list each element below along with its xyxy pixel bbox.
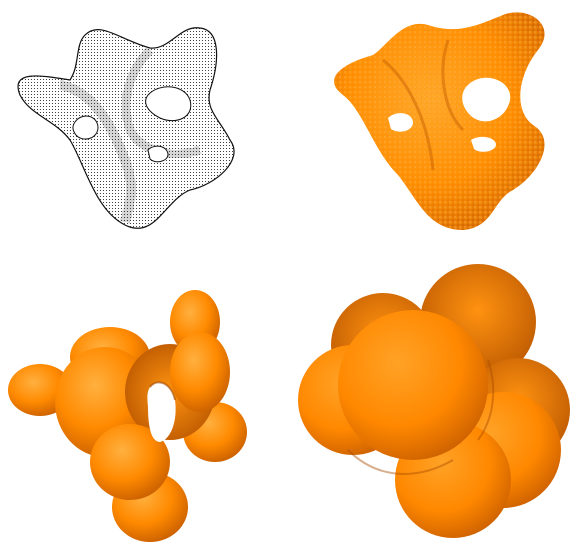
- particle-surface-render: [334, 12, 545, 230]
- smooth-surface-shape: [8, 290, 247, 542]
- particle-surface-panel: [288, 0, 576, 250]
- point-cloud-panel: [0, 0, 288, 250]
- smooth-surface-panel: [0, 272, 288, 544]
- inflated-surface-render: [298, 264, 570, 538]
- point-cloud-render: [17, 27, 235, 229]
- point-cloud-shape: [17, 27, 235, 229]
- inflated-surface-panel: [288, 250, 576, 544]
- inflated-surface-shape: [298, 264, 570, 538]
- particle-surface-shape: [334, 12, 545, 230]
- smooth-surface-render: [8, 290, 247, 542]
